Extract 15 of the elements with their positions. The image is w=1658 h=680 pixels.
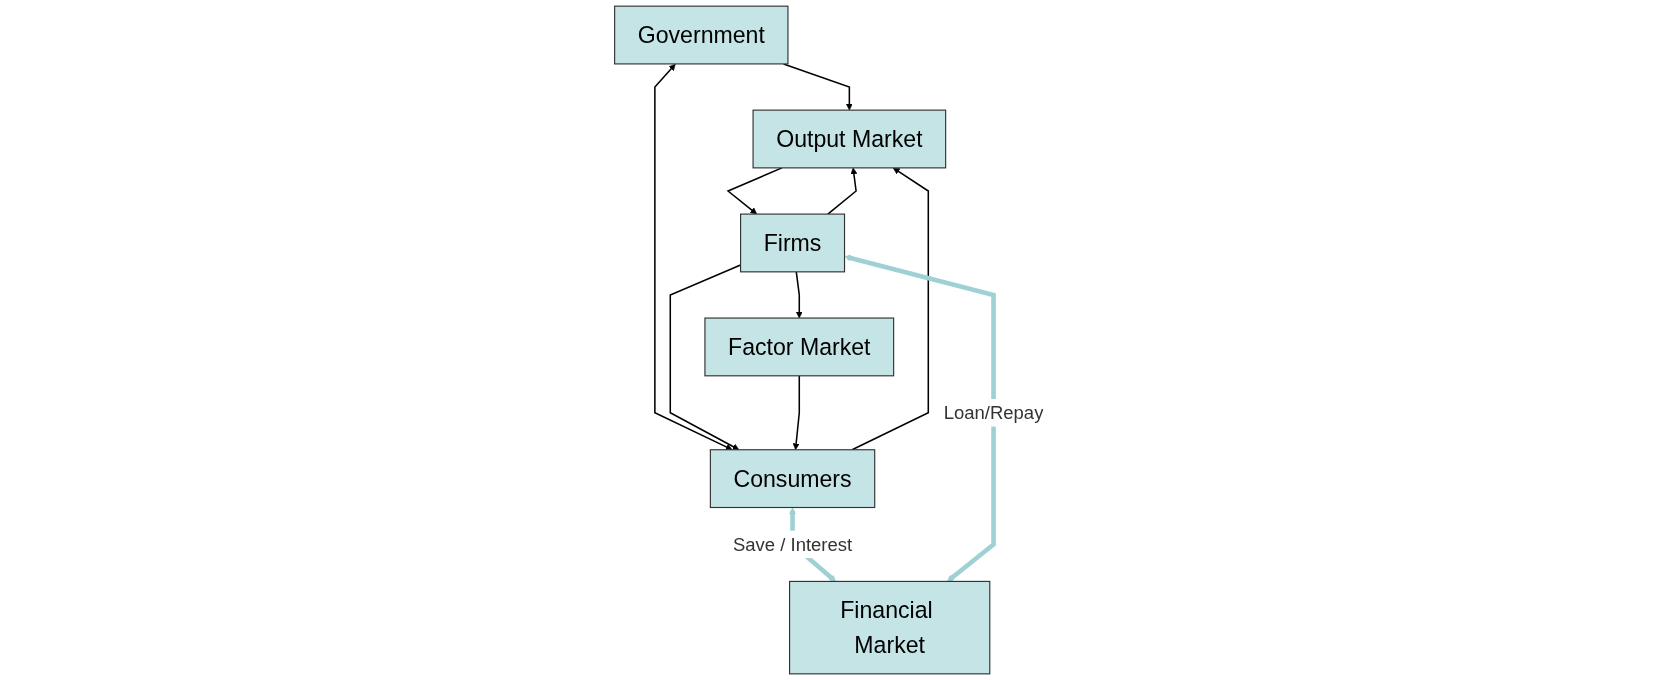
arrow (827, 167, 858, 215)
arrow (795, 271, 803, 319)
arrow (792, 375, 801, 451)
edge-label: Save / Interest (732, 533, 853, 555)
node-box: Government (614, 5, 789, 65)
arrow (654, 63, 733, 451)
node-box: Consumers (709, 449, 876, 509)
arrow (726, 167, 783, 215)
arrow (851, 167, 930, 451)
arrow (844, 254, 996, 582)
node-box: Firms (740, 213, 846, 273)
node-box: Factor Market (704, 317, 895, 377)
edge-label: Loan/Repay (943, 401, 1044, 423)
node-box: Output Market (752, 109, 947, 169)
node-box: Financial Market (789, 580, 991, 675)
